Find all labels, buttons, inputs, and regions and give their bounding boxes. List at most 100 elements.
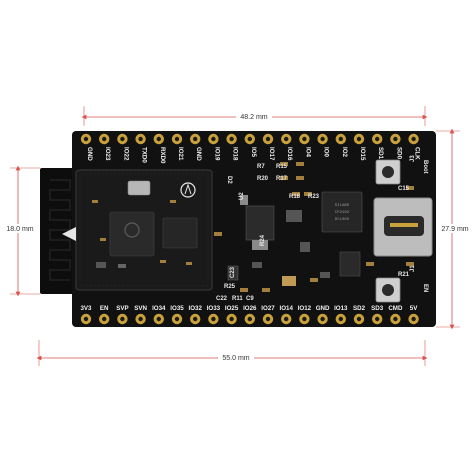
silk-j3: J3	[410, 155, 416, 162]
silk-en-button: EN	[422, 284, 428, 292]
pin-label: SVP	[116, 305, 128, 312]
en-button[interactable]	[375, 277, 401, 303]
pin-label: SVN	[134, 305, 147, 312]
pin-label: GND	[195, 147, 202, 161]
pin-label: IO2	[341, 147, 348, 158]
esp32-module	[62, 169, 213, 291]
pin-label: CLK	[414, 147, 421, 160]
pin-label: 5V	[410, 305, 418, 312]
dimension-bottom-label: 55.0 mm	[222, 355, 249, 362]
pin1-marker-icon	[62, 227, 76, 241]
chip-text-line1: SILABS	[335, 204, 350, 208]
pin-label: TXD0	[141, 147, 148, 163]
crystal	[127, 180, 151, 196]
header-pin-hole	[193, 316, 198, 322]
header-pin-hole	[320, 316, 325, 322]
dimension-right: 27.9 mm	[436, 128, 472, 330]
header-pin-hole	[156, 316, 161, 322]
pin-label: IO25	[225, 305, 239, 312]
header-pins-bottom	[80, 313, 419, 325]
header-pin-hole	[138, 316, 143, 322]
header-pin-hole	[247, 316, 252, 322]
header-pin-hole	[411, 136, 416, 142]
silk-r25: R25	[224, 284, 236, 290]
dimension-top: 48.2 mm	[81, 106, 428, 126]
pin-label: IO12	[298, 305, 312, 312]
flash-chip	[162, 217, 198, 249]
header-pin-hole	[320, 136, 325, 142]
header-pin-hole	[120, 136, 125, 142]
dimension-bottom: 55.0 mm	[36, 340, 428, 366]
header-pin-hole	[102, 316, 107, 322]
pin-label: IO4	[304, 147, 311, 158]
silk-d2: D2	[226, 176, 232, 184]
header-pin-hole	[265, 316, 271, 322]
pin-label: IO15	[359, 147, 366, 161]
silk-r23: R23	[308, 194, 320, 200]
pin-label: IO34	[152, 305, 166, 312]
voltage-regulator	[240, 195, 275, 250]
pin-label: IO35	[170, 305, 184, 312]
header-pin-hole	[156, 136, 161, 142]
dimension-top-label: 48.2 mm	[240, 114, 267, 121]
header-pin-hole	[284, 316, 289, 322]
header-pin-hole	[284, 136, 289, 142]
pin-label: IO19	[213, 147, 220, 161]
pin-label: IO18	[232, 147, 239, 161]
pin-label: SD2	[353, 305, 366, 312]
pin-label: EN	[100, 305, 109, 312]
silk-r21: R21	[398, 272, 410, 278]
pin-label: IO16	[286, 147, 293, 161]
silk-r11: R11	[232, 296, 243, 302]
pin-label: IO21	[177, 147, 184, 161]
silk-u2: U2	[239, 192, 245, 200]
pin-label: IO13	[334, 305, 348, 312]
silk-r18: R18	[289, 194, 301, 200]
header-pin-hole	[102, 136, 107, 142]
header-pin-hole	[338, 316, 343, 322]
header-pin-hole	[411, 316, 416, 322]
header-pin-hole	[211, 316, 216, 322]
header-pins-top	[80, 133, 419, 145]
header-pin-hole	[83, 136, 89, 142]
pin-label: IO27	[261, 305, 275, 312]
usb-uart-chip: SILABS CP2102 DCL00X	[321, 191, 363, 233]
header-pin-hole	[229, 136, 234, 142]
dimension-left-label: 18.0 mm	[6, 226, 33, 233]
dimension-right-label: 27.9 mm	[441, 226, 468, 233]
header-pin-hole	[174, 316, 180, 322]
header-pin-hole	[229, 316, 234, 322]
header-pin-hole	[393, 316, 398, 322]
header-pin-hole	[174, 136, 180, 142]
header-pin-hole	[193, 136, 198, 142]
pin-label: IO0	[323, 147, 330, 158]
silk-c23: C23	[230, 266, 236, 278]
header-pin-hole	[83, 316, 89, 322]
chip-text-line3: DCL00X	[335, 218, 350, 222]
pin-label: RXD0	[159, 147, 166, 164]
header-pin-hole	[356, 316, 362, 322]
silk-r15: R15	[276, 164, 288, 170]
header-pin-hole	[211, 136, 216, 142]
pin-label: IO5	[250, 147, 257, 158]
header-pin-hole	[356, 136, 362, 142]
brand-logo-icon	[180, 182, 196, 198]
dimension-left: 18.0 mm	[4, 165, 40, 297]
pin-label: IO32	[188, 305, 202, 312]
micro-usb-port[interactable]	[373, 197, 433, 257]
silk-c9: C9	[246, 296, 254, 302]
header-pin-hole	[338, 136, 343, 142]
silk-boot: Boot	[422, 160, 428, 174]
header-pin-hole	[375, 316, 380, 322]
pin-label: 3V3	[80, 305, 92, 312]
antenna-trace	[49, 179, 71, 281]
silk-r24: R24	[260, 234, 266, 246]
silkscreen-labels: R7 R15 R20 R17 R18 R23 R24 R25 C22 R11 C…	[216, 155, 428, 302]
boot-button[interactable]	[375, 159, 401, 185]
pin-label: IO14	[279, 305, 293, 312]
header-pin-hole	[302, 136, 307, 142]
pin-label: CMD	[388, 305, 403, 312]
